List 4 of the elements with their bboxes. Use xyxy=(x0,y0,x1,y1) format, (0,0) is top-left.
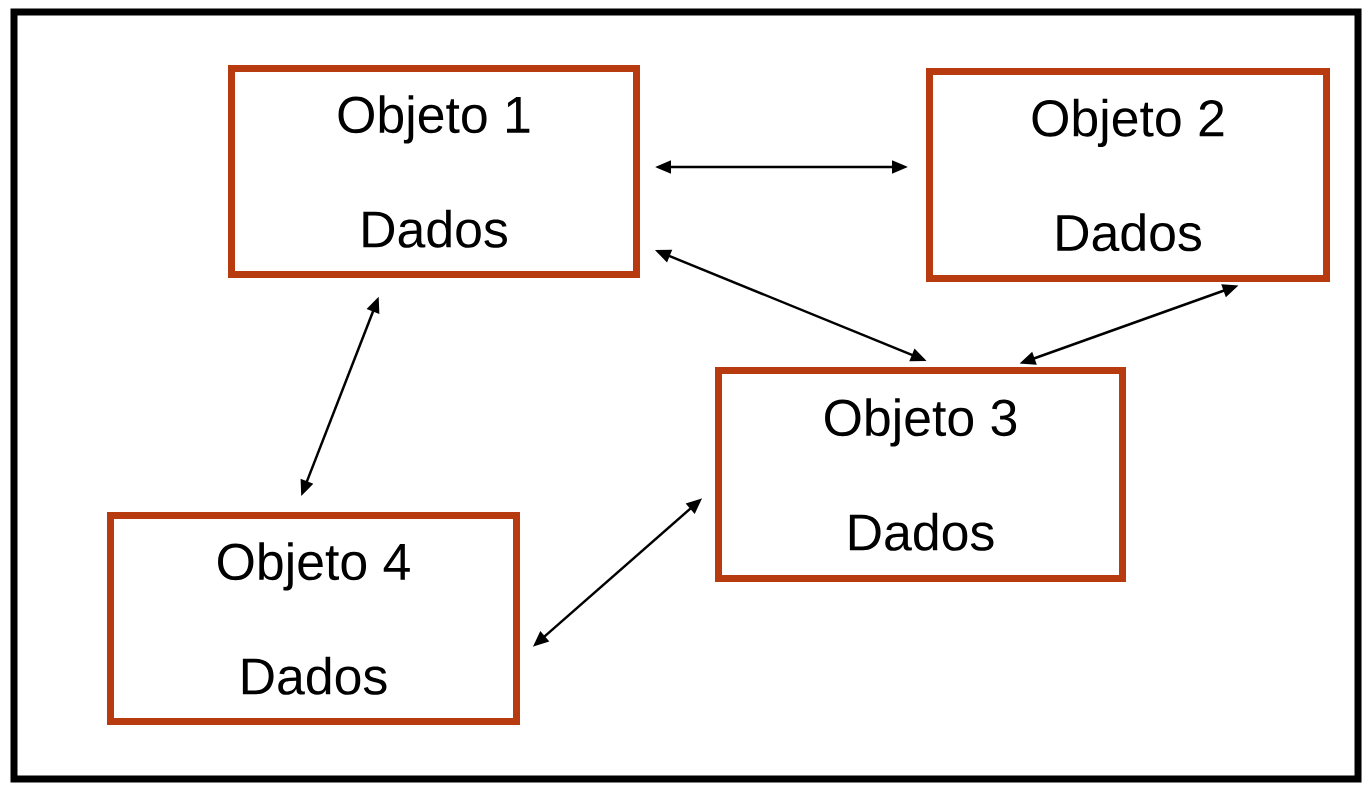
object-box: Objeto 1 Dados xyxy=(228,65,640,278)
object-box: Objeto 2 Dados xyxy=(926,68,1330,282)
object-box: Objeto 3 Dados xyxy=(715,367,1126,582)
object-box: Objeto 4 Dados xyxy=(107,512,520,725)
